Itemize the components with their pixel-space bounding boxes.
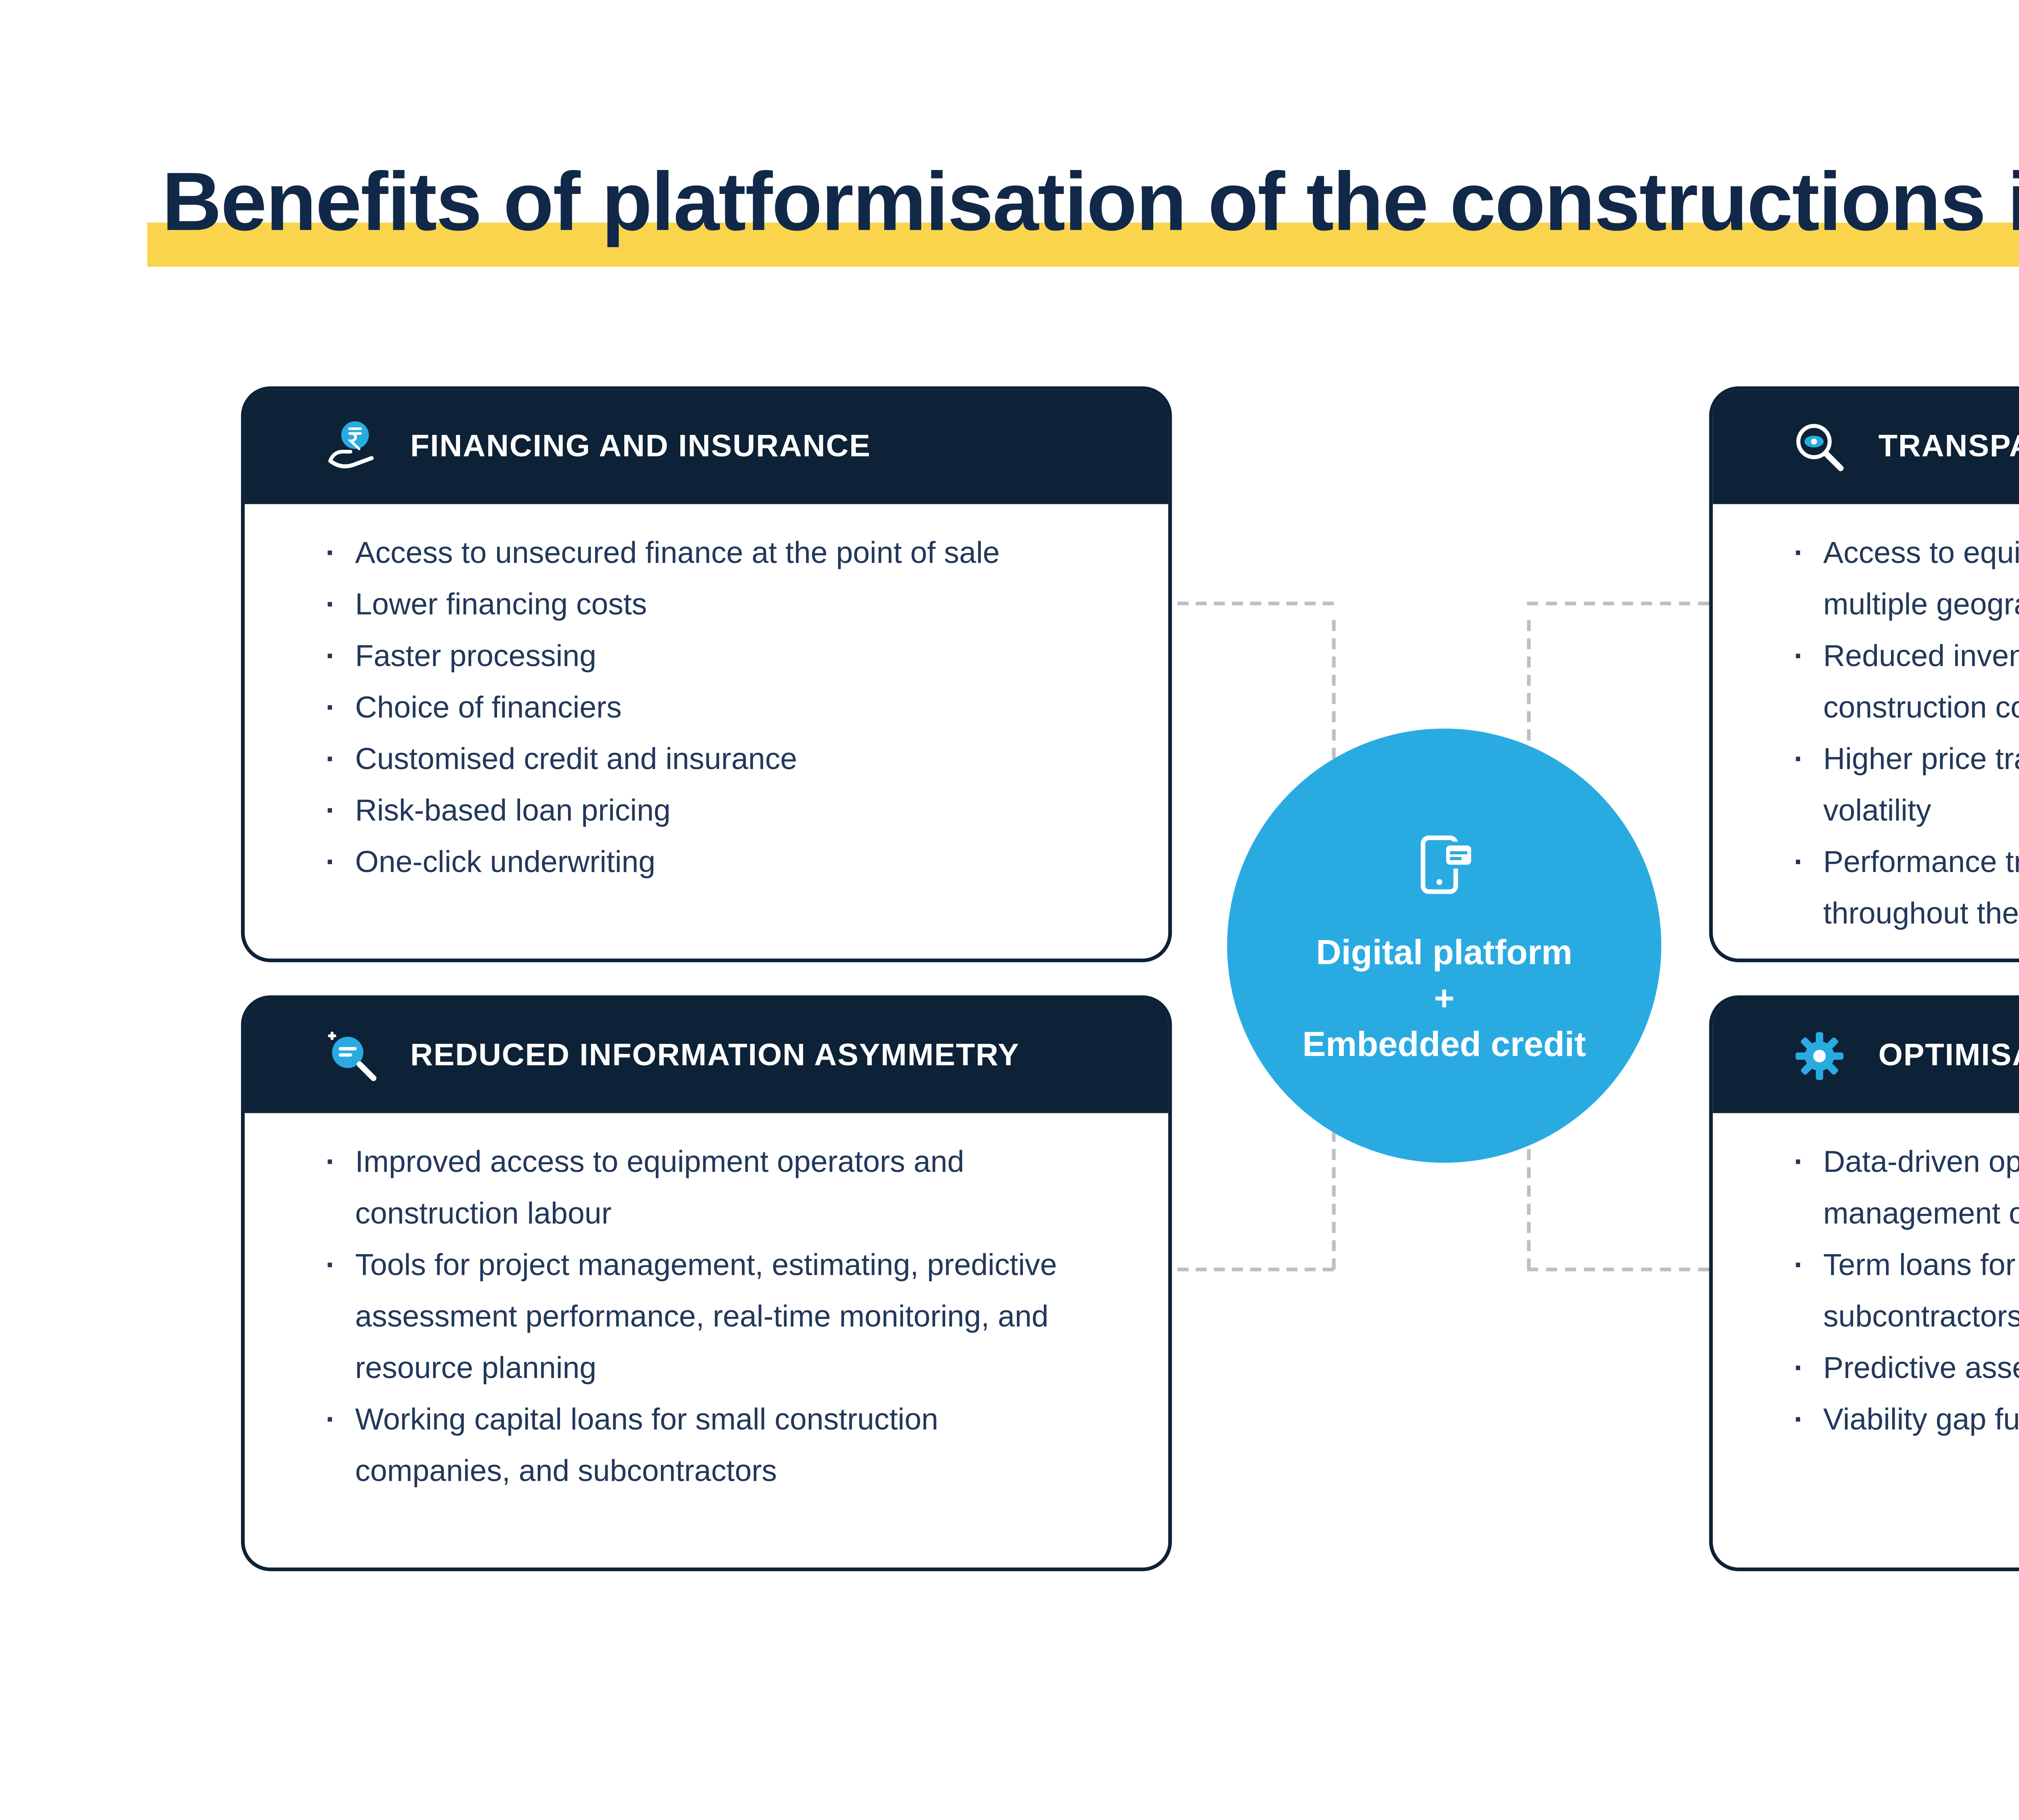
card-body-financing: Access to unsecured finance at the point… (245, 504, 1168, 889)
bullet-item: Lower financing costs (325, 579, 1069, 631)
card-optimisation-capability: OPTIMISATION CAPABILITY Data-driven opti… (1709, 995, 2019, 1571)
connector-bottom-right (1527, 1268, 1709, 1272)
bullet-item: Customised credit and insurance (325, 734, 1069, 786)
card-title: REDUCED INFORMATION ASYMMETRY (410, 1037, 1020, 1073)
magnifier-lines-icon (322, 1027, 381, 1085)
center-text-plus: + (1434, 980, 1454, 1020)
card-title: FINANCING AND INSURANCE (410, 428, 871, 464)
title-highlight-band (147, 223, 2019, 267)
bullet-list: Data-driven optimisation - whether it is… (1794, 1137, 2019, 1446)
card-header-asymmetry: REDUCED INFORMATION ASYMMETRY (244, 999, 1169, 1113)
bullet-item: Performance transparency of materials an… (1794, 837, 2019, 940)
bullet-item: Access to equipment buyers and sellers a… (1794, 528, 2019, 631)
card-transparency-and-price-discovery: TRANSPARENCY AND PRICE DISCOVERY Access … (1709, 386, 2019, 962)
connector-top-right (1527, 601, 1709, 605)
card-header-financing: FINANCING AND INSURANCE (244, 390, 1169, 504)
bullet-item: Higher price transparency, and reduced p… (1794, 734, 2019, 837)
center-text-line2: Embedded credit (1302, 1027, 1586, 1065)
bullet-item: Tools for project management, estimating… (325, 1240, 1069, 1395)
card-body-optimisation: Data-driven optimisation - whether it is… (1713, 1113, 2019, 1446)
card-reduced-information-asymmetry: REDUCED INFORMATION ASYMMETRY Improved a… (241, 995, 1172, 1571)
bullet-item: Improved access to equipment operators a… (325, 1137, 1069, 1240)
rupee-hand-icon (322, 418, 381, 477)
card-title: TRANSPARENCY AND PRICE DISCOVERY (1878, 428, 2019, 464)
card-body-asymmetry: Improved access to equipment operators a… (245, 1113, 1168, 1497)
bullet-item: Reduced inventory holding cost for small… (1794, 631, 2019, 734)
bullet-item: Viability gap funding (1794, 1395, 2019, 1446)
mobile-card-icon (1402, 823, 1487, 916)
card-title: OPTIMISATION CAPABILITY (1878, 1037, 2019, 1073)
bullet-item: One-click underwriting (325, 837, 1069, 889)
bullet-item: Term loans for fleet operators, general … (1794, 1240, 2019, 1343)
connector-bottom-left (1177, 1268, 1334, 1272)
bullet-item: Risk-based loan pricing (325, 785, 1069, 837)
card-header-transparency: TRANSPARENCY AND PRICE DISCOVERY (1713, 390, 2019, 504)
bullet-item: Working capital loans for small construc… (325, 1395, 1069, 1498)
connector-top-left (1177, 601, 1334, 605)
bullet-item: Predictive assessment of funding gaps (1794, 1343, 2019, 1395)
bullet-list: Improved access to equipment operators a… (325, 1137, 1069, 1498)
bullet-item: Access to unsecured finance at the point… (325, 528, 1069, 580)
magnifier-eye-icon (1790, 418, 1849, 477)
center-text-line1: Digital platform (1316, 934, 1572, 974)
bullet-item: Choice of financiers (325, 682, 1069, 734)
gear-icon (1790, 1027, 1849, 1085)
center-digital-platform-node: Digital platform + Embedded credit (1227, 728, 1662, 1163)
page-title: Benefits of platformisation of the const… (162, 154, 2019, 249)
bullet-list: Access to unsecured finance at the point… (325, 528, 1069, 889)
bullet-list: Access to equipment buyers and sellers a… (1794, 528, 2019, 940)
card-body-transparency: Access to equipment buyers and sellers a… (1713, 504, 2019, 940)
bullet-item: Faster processing (325, 631, 1069, 683)
card-financing-and-insurance: FINANCING AND INSURANCE Access to unsecu… (241, 386, 1172, 962)
card-header-optimisation: OPTIMISATION CAPABILITY (1713, 999, 2019, 1113)
bullet-item: Data-driven optimisation - whether it is… (1794, 1137, 2019, 1240)
